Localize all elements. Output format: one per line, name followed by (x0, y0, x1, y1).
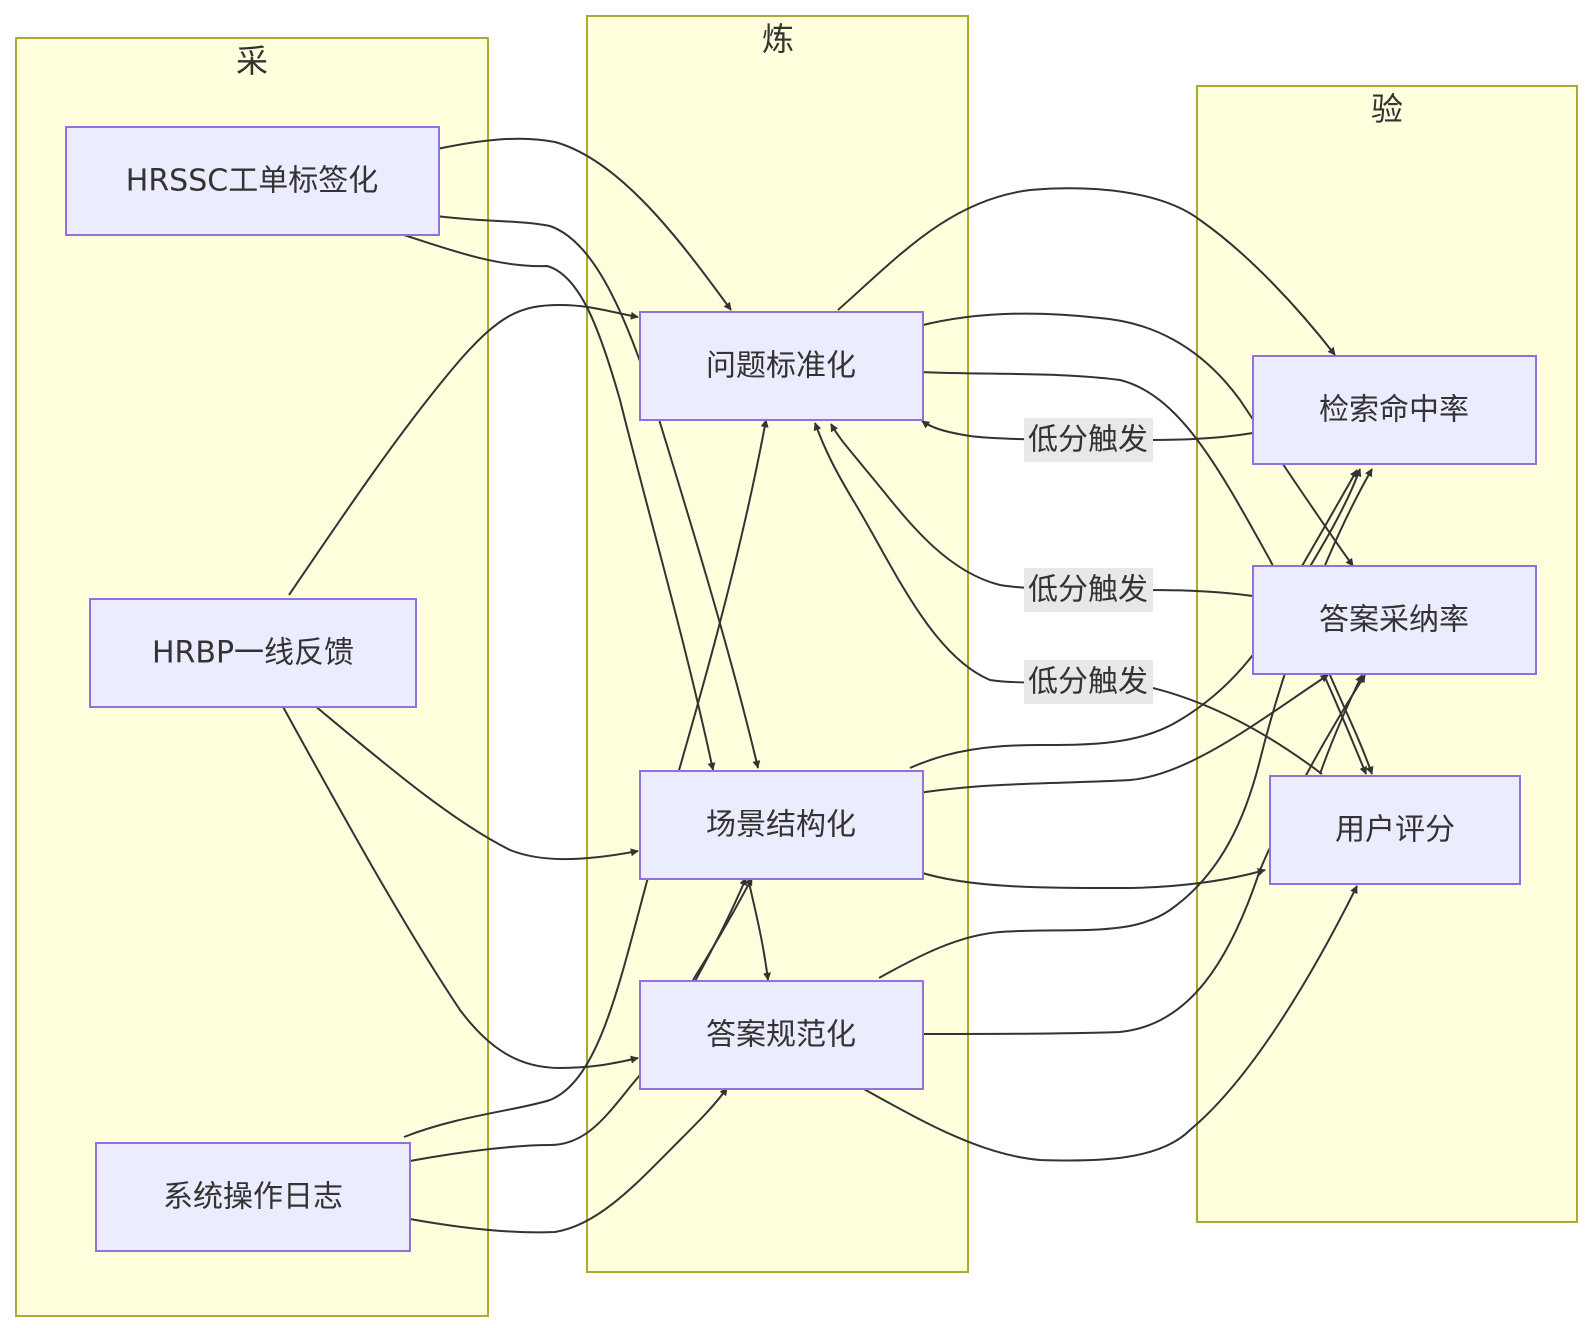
node-syslog[interactable]: 系统操作日志 (95, 1142, 411, 1252)
node-question[interactable]: 问题标准化 (639, 311, 924, 421)
edge-syslog-question (403, 419, 769, 1138)
cluster-verify-title: 验 (1371, 90, 1403, 128)
edge-label-adoption-feedback-text: 低分触发 (1028, 573, 1148, 608)
edge-question-hitrate (837, 187, 1336, 356)
edge-hrssc-answer (403, 234, 716, 771)
edge-label-adoption-feedback: 低分触发 (1024, 568, 1153, 612)
edge-question-adoption (918, 312, 1354, 567)
edge-adoption-hitrate-up (1301, 469, 1358, 567)
node-syslog-label: 系统操作日志 (163, 1180, 343, 1215)
edge-hrbp-question (288, 303, 639, 596)
edge-rating-question (813, 422, 1323, 775)
node-hrssc-label: HRSSC工单标签化 (126, 164, 378, 199)
edge-hrssc-question (436, 137, 732, 311)
node-hrbp[interactable]: HRBP一线反馈 (89, 598, 417, 708)
edge-scene-hitrate (909, 468, 1362, 769)
edge-scene-answer (747, 877, 772, 981)
node-hitrate-label: 检索命中率 (1319, 393, 1469, 428)
edge-adoption-rating (1329, 674, 1374, 775)
node-scene[interactable]: 场景结构化 (639, 770, 924, 880)
node-answer-label: 答案规范化 (706, 1018, 856, 1053)
node-answer[interactable]: 答案规范化 (639, 980, 924, 1090)
edge-scene-rating (918, 868, 1266, 890)
node-adoption[interactable]: 答案采纳率 (1252, 565, 1537, 675)
edge-syslog-scene (409, 877, 747, 1162)
edge-syslog-answer (409, 1087, 728, 1234)
edge-answer-scene (692, 877, 753, 981)
edge-hrbp-scene (313, 704, 639, 861)
edge-answer-adoption (918, 674, 1366, 1035)
edge-adoption-question (830, 423, 1254, 597)
node-hrbp-label: HRBP一线反馈 (152, 636, 354, 671)
edge-hrssc-scene (436, 215, 761, 769)
node-hitrate[interactable]: 检索命中率 (1252, 355, 1537, 465)
edge-rating-adoption (1319, 674, 1363, 775)
edge-label-hitrate-feedback: 低分触发 (1024, 418, 1153, 462)
node-rating[interactable]: 用户评分 (1269, 775, 1521, 885)
edge-label-rating-feedback-text: 低分触发 (1028, 665, 1148, 700)
edge-label-rating-feedback: 低分触发 (1024, 660, 1153, 704)
cluster-refine-title: 炼 (762, 20, 794, 58)
node-rating-label: 用户评分 (1335, 813, 1455, 848)
node-hrssc[interactable]: HRSSC工单标签化 (65, 126, 440, 236)
edge-scene-adoption (918, 674, 1329, 794)
edge-answer-rating (861, 885, 1358, 1162)
node-scene-label: 场景结构化 (706, 808, 856, 843)
node-adoption-label: 答案采纳率 (1319, 603, 1469, 638)
node-question-label: 问题标准化 (706, 349, 856, 384)
cluster-collect-title: 采 (236, 42, 268, 80)
edge-label-hitrate-feedback-text: 低分触发 (1028, 423, 1148, 458)
